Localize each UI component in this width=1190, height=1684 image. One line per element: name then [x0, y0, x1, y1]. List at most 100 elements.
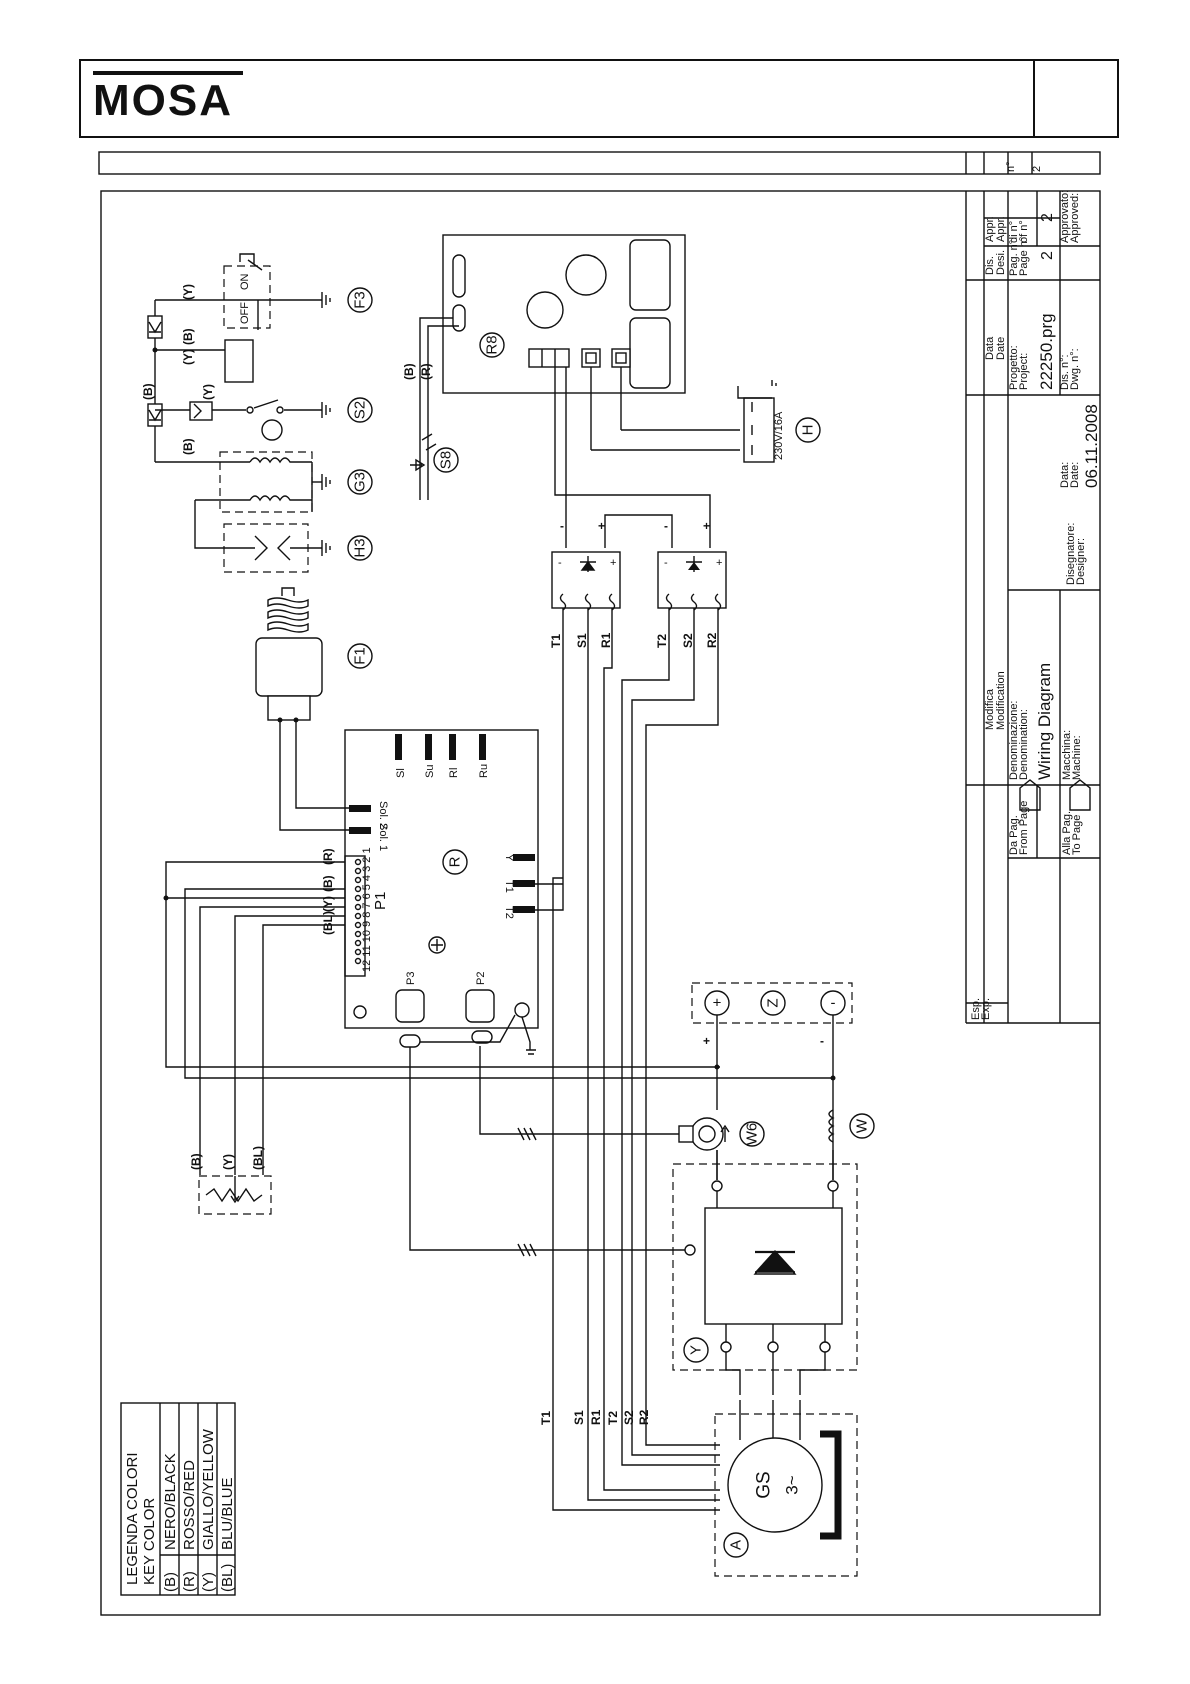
- f1-solenoid: F1: [255, 587, 373, 822]
- to-page-en: To Page: [1071, 815, 1083, 855]
- wire-s1-label: S1: [575, 633, 589, 648]
- y-label: Y: [688, 1345, 705, 1355]
- color-legend: LEGENDA COLORI KEY COLOR (B) NERO/BLACK …: [120, 1402, 236, 1596]
- p1-label: P1: [372, 892, 389, 910]
- h-label: H: [800, 425, 817, 436]
- plus-label: +: [598, 519, 605, 533]
- coil-icon: [249, 457, 312, 464]
- s8-label: S8: [438, 451, 455, 469]
- legend-name-r: ROSSO/RED: [181, 1460, 198, 1550]
- coil-icon: [195, 495, 312, 502]
- legend-code-y: (Y): [200, 1572, 217, 1592]
- legend-name-y: GIALLO/YELLOW: [200, 1428, 217, 1550]
- exp-label: Exp.: [980, 998, 992, 1020]
- wire-bl-label: (BL): [321, 911, 335, 935]
- wire-r-label: (R): [419, 363, 433, 380]
- diagram-frame: [100, 190, 1101, 1616]
- svg-text:-: -: [664, 557, 668, 569]
- data-label-it: Data: [984, 336, 996, 360]
- thermistor-box: [198, 1175, 272, 1215]
- page-label-it: Pag. n°: [1008, 240, 1020, 276]
- macchina-label: Macchina:: [1061, 730, 1073, 780]
- dis-n-label-en: Dwg. n°:: [1069, 348, 1081, 390]
- logo-text: MOSA: [93, 76, 233, 123]
- a-label: A: [728, 1540, 745, 1550]
- page-number: 2: [1039, 251, 1056, 260]
- page-label-en: Page n°: [1018, 237, 1030, 276]
- modification-label: Modification: [995, 671, 1007, 730]
- denominazione-label: Denominazione:: [1008, 701, 1020, 781]
- wire-s2-label: S2: [622, 1410, 636, 1425]
- wire-y-label: (Y): [181, 284, 195, 300]
- diode-icon: [148, 321, 162, 334]
- legend-name-b: NERO/BLACK: [162, 1453, 179, 1550]
- from-page-it: Da Pag.: [1008, 815, 1020, 855]
- pin-rl: Rl: [448, 768, 460, 778]
- wire-bl-label: (BL): [251, 1146, 265, 1170]
- excitation-winding: [820, 1430, 842, 1540]
- header-side-box: [1033, 61, 1117, 136]
- pin-ru: Ru: [478, 764, 490, 778]
- trimmer-icon: [431, 939, 443, 951]
- wire-y-label: (Y): [221, 1154, 235, 1170]
- to-page-arrow-icon: [1069, 779, 1091, 811]
- ground-icon: [321, 292, 331, 308]
- w6-label: W6: [744, 1123, 761, 1146]
- dis-label-en: Desi.: [995, 250, 1007, 275]
- thermistor-icon: [205, 1187, 263, 1203]
- spark-plug-icon: [225, 535, 322, 561]
- ground-icon: [321, 540, 331, 556]
- main-rectifier: Y: [409, 1047, 858, 1395]
- g3-label: G3: [352, 472, 369, 492]
- t1-pin-label: T1: [503, 880, 515, 893]
- f1-label: F1: [352, 647, 369, 665]
- ac-terminal-icon: [559, 593, 616, 611]
- esp-label: Esp.: [970, 998, 982, 1020]
- wire-b-label: (B): [141, 383, 155, 400]
- switch-contact-icon: [253, 399, 279, 409]
- designer-label-it: Disegnatore:: [1065, 523, 1077, 585]
- wire-b-label: (B): [189, 1153, 203, 1170]
- w-label: W: [854, 1118, 871, 1133]
- wire-s1-label: S1: [572, 1410, 586, 1425]
- upper-left-circuit: ON OFF F3 (Y) (B) (B) (Y) S2 (Y): [141, 253, 373, 573]
- wire-t2-label: T2: [655, 634, 669, 648]
- legend-code-r: (R): [181, 1571, 198, 1592]
- r8-module: R8 S8 (B) (R) 230V/16A H: [402, 234, 821, 500]
- project-name: 22250.prg: [1037, 313, 1056, 390]
- to-page-it: Alla Pag.: [1061, 811, 1073, 855]
- h3-label: H3: [352, 538, 369, 557]
- from-page-arrow-icon: [1019, 779, 1041, 811]
- page-header: MOSA: [79, 59, 1119, 138]
- minus-label: -: [560, 519, 564, 533]
- rectifier-2: - +: [657, 551, 727, 611]
- wire-r-label: (R): [321, 848, 335, 865]
- sol2-label: Sol. 2: [377, 801, 389, 829]
- total-pages: 2: [1039, 213, 1056, 222]
- ammeter-arrow-icon: [720, 1124, 730, 1142]
- legend-title-en: KEY COLOR: [141, 1498, 158, 1585]
- f3-label: F3: [352, 291, 369, 309]
- gs-label: GS: [754, 1471, 775, 1498]
- wire-s2-label: S2: [681, 633, 695, 648]
- f3-off-label: OFF: [239, 302, 251, 324]
- inductor-icon: [828, 1109, 835, 1143]
- date-label-it: Data:: [1059, 462, 1071, 488]
- wire-b-label: (B): [402, 363, 416, 380]
- s2-label: S2: [352, 401, 369, 419]
- alternator-a: GS 3~ A: [714, 1400, 858, 1577]
- machine-label: Machine:: [1071, 735, 1083, 780]
- r8-rectifier-wires: - + - +: [554, 367, 711, 548]
- svg-text:+: +: [716, 557, 722, 569]
- plus-label: +: [703, 519, 710, 533]
- r-label: R: [447, 856, 464, 867]
- pin-sl: Sl: [395, 768, 407, 778]
- plus-label: +: [703, 1034, 710, 1048]
- dis-label-it: Dis.: [984, 256, 996, 275]
- wire-b-label: (B): [321, 875, 335, 892]
- diode-icon: [148, 409, 162, 422]
- ground-icon: [321, 402, 331, 418]
- wire-y-label: (Y): [181, 349, 195, 365]
- legend-code-bl: (BL): [219, 1564, 236, 1592]
